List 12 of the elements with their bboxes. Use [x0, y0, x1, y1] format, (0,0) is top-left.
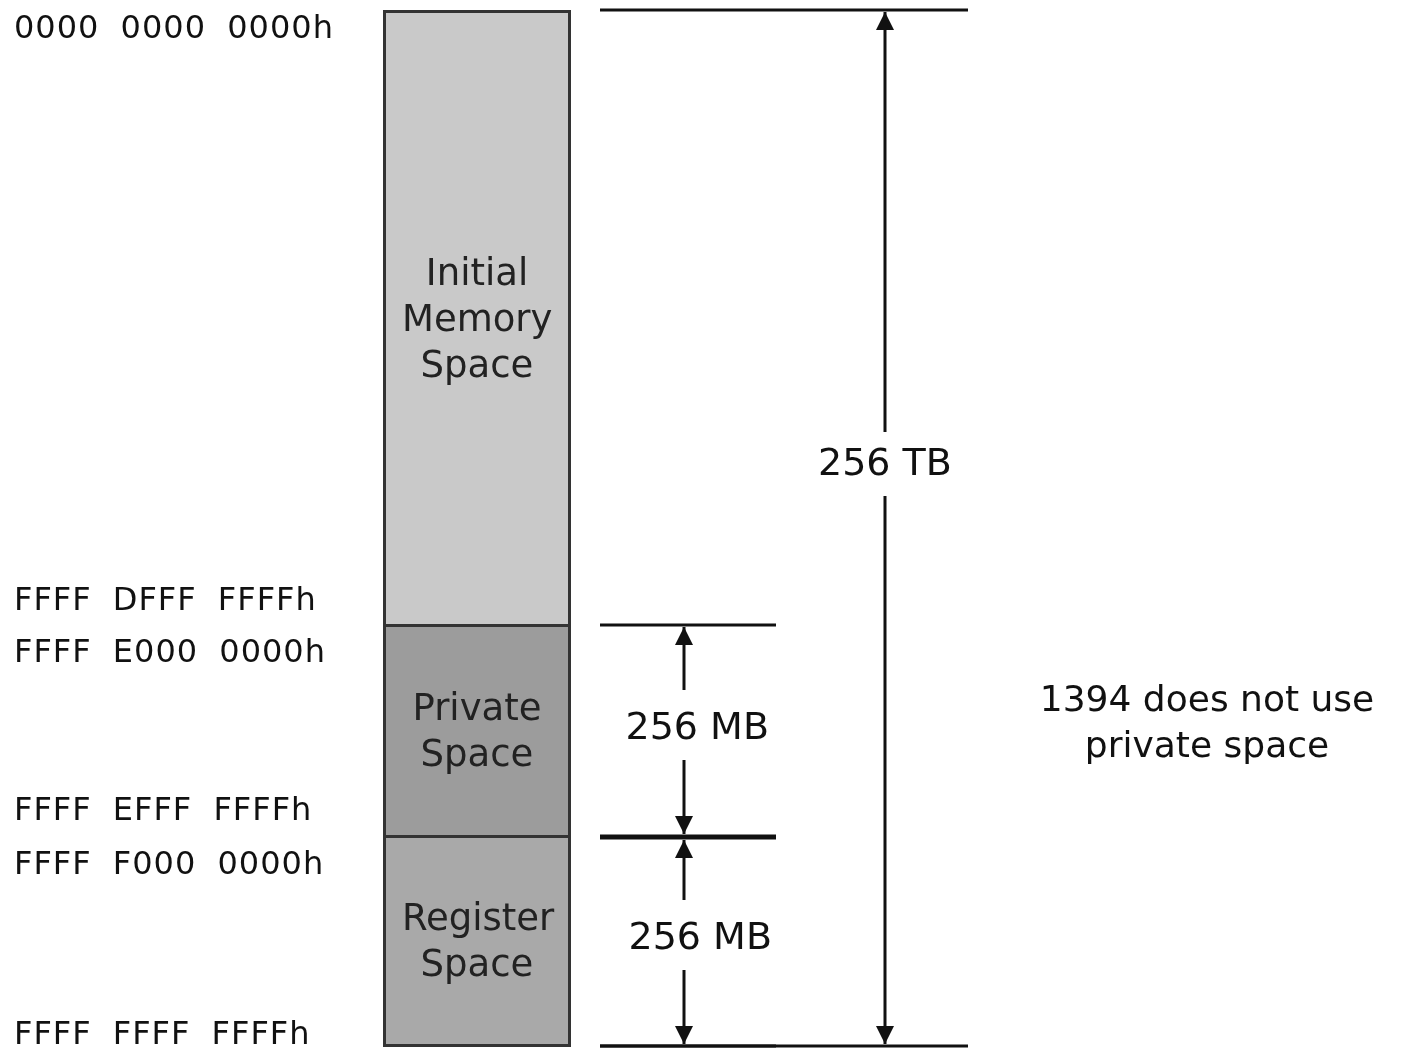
address-label: 0000 0000 0000h: [14, 8, 334, 46]
address-label: FFFF DFFF FFFFh: [14, 580, 317, 618]
region-label: Private Space: [411, 685, 543, 777]
memory-region: [383, 10, 571, 627]
address-label: FFFF FFFF FFFFh: [14, 1014, 311, 1048]
memory-region: [383, 624, 571, 838]
address-label: FFFF F000 0000h: [14, 844, 325, 882]
note-text: 1394 does not use private space: [1038, 677, 1376, 767]
memory-region: [383, 835, 571, 1047]
address-label: FFFF E000 0000h: [14, 632, 326, 670]
address-label: FFFF EFFF FFFFh: [14, 790, 313, 828]
region-label: Initial Memory Space: [402, 249, 552, 388]
